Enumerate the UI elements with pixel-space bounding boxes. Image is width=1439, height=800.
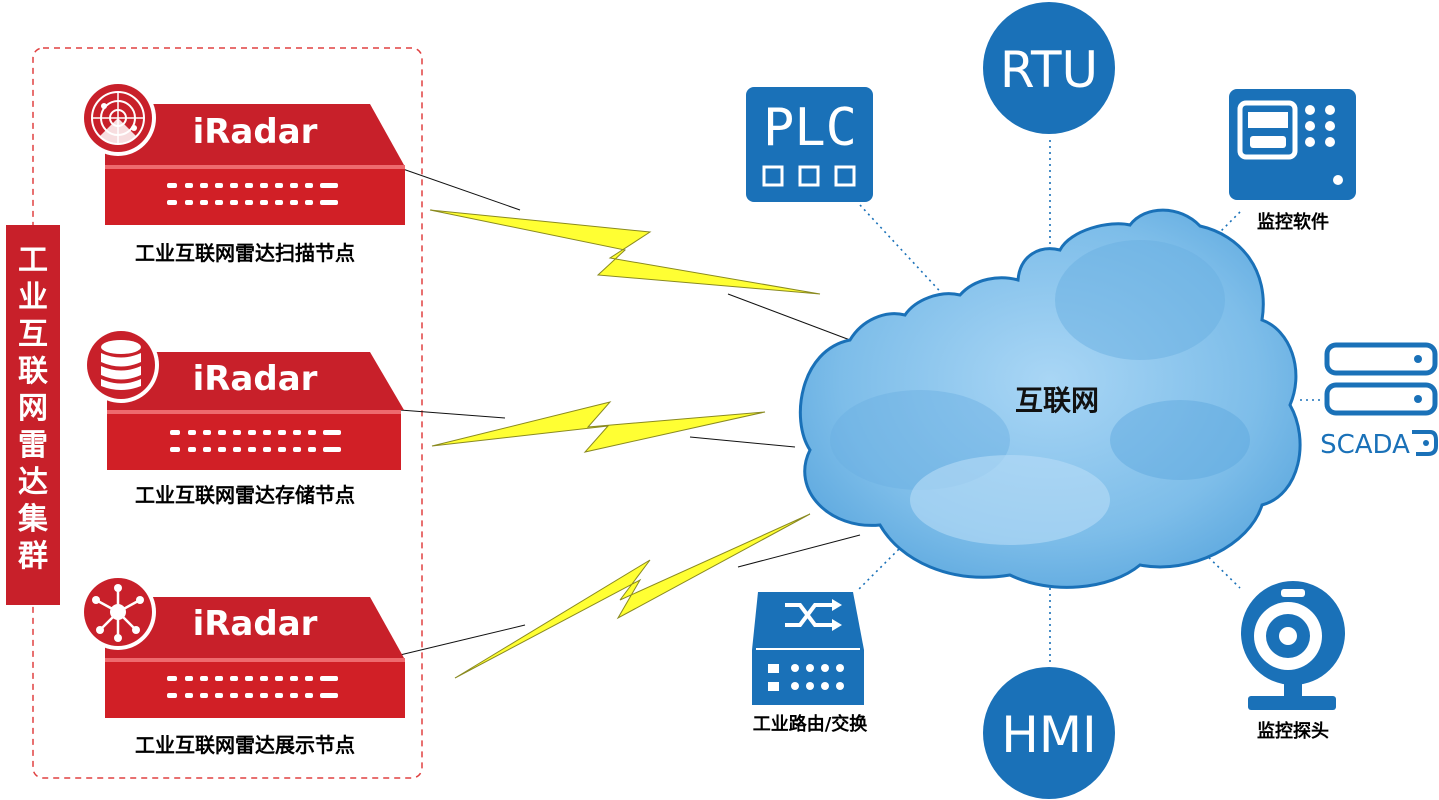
- cluster-title-char: 联: [18, 354, 48, 389]
- rtu-label: RTU: [1000, 41, 1098, 99]
- scada-label: SCADA: [1320, 430, 1410, 460]
- device-links: [857, 140, 1320, 665]
- cluster-title-char: 群: [18, 539, 48, 574]
- router-device[interactable]: 工业路由/交换: [752, 592, 868, 735]
- cloud-label: 互联网: [1015, 384, 1099, 417]
- hmi-label: HMI: [1001, 706, 1096, 764]
- node-caption: 工业互联网雷达扫描节点: [135, 241, 355, 265]
- monitor-software-device[interactable]: 监控软件: [1229, 89, 1356, 233]
- camera-device[interactable]: 监控探头: [1241, 581, 1345, 742]
- switch-icon: [752, 592, 864, 705]
- rtu-device[interactable]: RTU: [983, 2, 1115, 134]
- lightning-bolts: [429, 209, 821, 679]
- radar-node-scan[interactable]: iRadar 工业互联网雷达扫描节点: [80, 80, 405, 265]
- plc-device[interactable]: PLC: [746, 87, 873, 202]
- cluster-title-char: 工: [18, 243, 48, 278]
- plc-label: PLC: [763, 98, 857, 158]
- radar-node-storage[interactable]: iRadar 工业互联网雷达存储节点: [83, 327, 404, 507]
- monitor-software-label: 监控软件: [1257, 211, 1329, 233]
- node-brand: iRadar: [193, 604, 318, 644]
- node-caption: 工业互联网雷达展示节点: [135, 733, 355, 757]
- cluster-title-banner: 工 业 互 联 网 雷 达 集 群: [6, 225, 60, 605]
- node-brand: iRadar: [193, 359, 318, 399]
- radar-icon: [80, 80, 156, 156]
- cluster-title-char: 互: [18, 317, 48, 352]
- control-panel-icon: [1237, 100, 1343, 185]
- cluster-title-char: 业: [18, 280, 48, 315]
- hmi-device[interactable]: HMI: [983, 667, 1115, 799]
- wireless-links: [399, 167, 861, 656]
- lightning-bolt-icon: [431, 401, 766, 453]
- cluster-title-char: 达: [18, 465, 48, 500]
- lightning-bolt-icon: [429, 209, 821, 295]
- internet-cloud: 互联网: [798, 208, 1302, 589]
- cluster-title-char: 雷: [18, 428, 48, 463]
- network-icon: [80, 574, 156, 650]
- cluster-title-char: 集: [17, 502, 49, 537]
- node-brand: iRadar: [193, 112, 318, 152]
- lightning-bolt-icon: [454, 513, 811, 679]
- cluster-title-char: 网: [18, 391, 48, 426]
- scada-device[interactable]: SCADA: [1320, 342, 1438, 460]
- server-icon: [1324, 342, 1438, 456]
- database-icon: [83, 327, 159, 403]
- router-label: 工业路由/交换: [753, 713, 869, 735]
- camera-label: 监控探头: [1257, 720, 1329, 742]
- radar-node-display[interactable]: iRadar 工业互联网雷达展示节点: [80, 574, 405, 757]
- node-caption: 工业互联网雷达存储节点: [135, 483, 355, 507]
- webcam-icon: [1241, 581, 1345, 710]
